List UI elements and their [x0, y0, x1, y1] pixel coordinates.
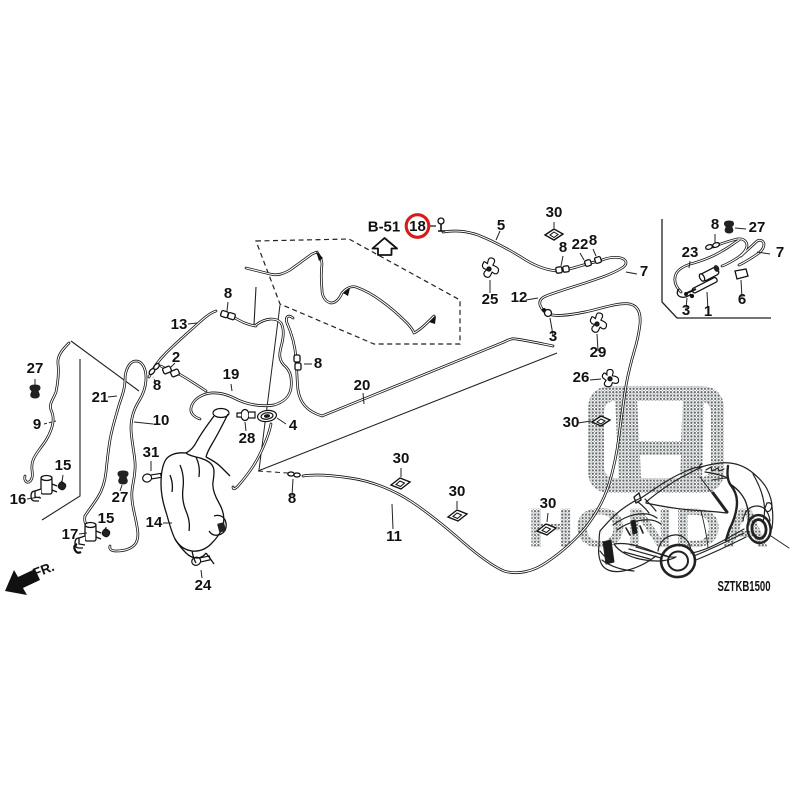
svg-text:8: 8	[711, 216, 719, 233]
svg-text:7: 7	[640, 263, 648, 280]
svg-text:11: 11	[386, 528, 402, 545]
svg-text:25: 25	[482, 291, 499, 308]
svg-text:29: 29	[590, 344, 607, 361]
svg-text:26: 26	[573, 369, 590, 386]
svg-text:SZTKB1500: SZTKB1500	[718, 578, 771, 595]
svg-text:27: 27	[749, 219, 766, 236]
svg-text:9: 9	[33, 416, 41, 433]
svg-text:17: 17	[62, 526, 79, 543]
svg-text:7: 7	[776, 244, 784, 261]
svg-text:18: 18	[409, 218, 426, 235]
svg-text:21: 21	[92, 389, 109, 406]
svg-text:23: 23	[682, 244, 699, 261]
svg-text:8: 8	[224, 285, 232, 302]
svg-text:HONDA: HONDA	[527, 496, 769, 559]
svg-text:1: 1	[704, 303, 712, 320]
svg-text:30: 30	[449, 483, 466, 500]
svg-text:5: 5	[497, 217, 505, 234]
svg-text:16: 16	[10, 491, 27, 508]
svg-text:10: 10	[153, 412, 170, 429]
svg-text:3: 3	[549, 328, 557, 345]
svg-text:19: 19	[223, 366, 240, 383]
svg-text:8: 8	[288, 490, 296, 507]
svg-text:27: 27	[112, 489, 129, 506]
svg-text:24: 24	[195, 577, 212, 594]
svg-text:6: 6	[738, 291, 746, 308]
svg-text:8: 8	[314, 355, 322, 372]
svg-text:8: 8	[153, 377, 161, 394]
svg-text:30: 30	[540, 495, 557, 512]
svg-text:12: 12	[511, 289, 528, 306]
svg-text:8: 8	[559, 239, 567, 256]
svg-text:30: 30	[546, 204, 563, 221]
svg-text:FR.: FR.	[31, 559, 57, 581]
svg-text:15: 15	[55, 457, 72, 474]
svg-text:8: 8	[589, 232, 597, 249]
svg-text:30: 30	[393, 450, 410, 467]
svg-text:B-51: B-51	[368, 219, 401, 236]
svg-text:13: 13	[171, 316, 188, 333]
svg-text:22: 22	[572, 236, 589, 253]
svg-text:15: 15	[98, 510, 115, 527]
svg-text:14: 14	[146, 514, 163, 531]
svg-text:27: 27	[27, 360, 44, 377]
svg-text:30: 30	[563, 414, 580, 431]
svg-text:3: 3	[682, 302, 690, 319]
svg-text:2: 2	[172, 349, 180, 366]
svg-text:20: 20	[354, 377, 371, 394]
svg-text:28: 28	[239, 430, 256, 447]
svg-text:4: 4	[289, 417, 298, 434]
svg-text:31: 31	[143, 444, 160, 461]
